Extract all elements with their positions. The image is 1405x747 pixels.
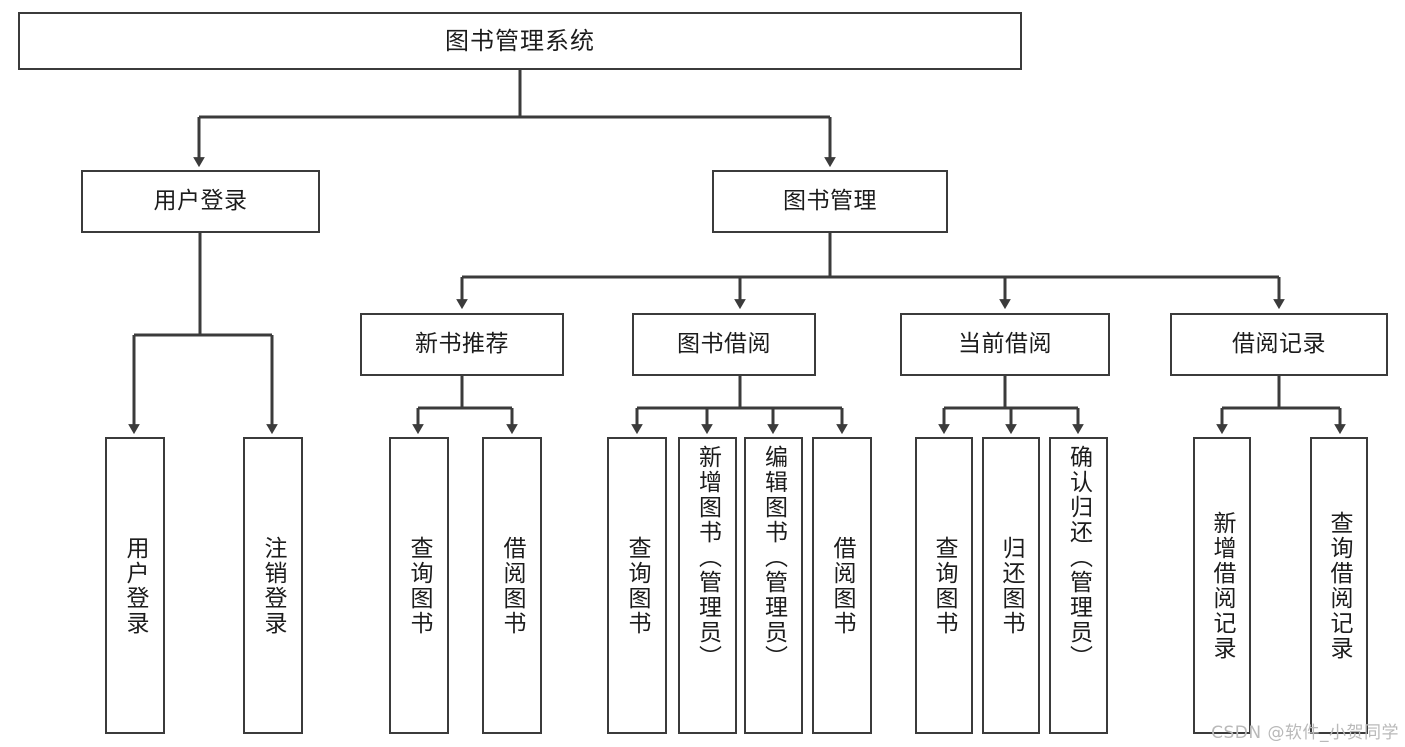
node-leaf-borrow-book-borrow[interactable]: 借阅图书: [812, 437, 872, 734]
node-book-borrowing[interactable]: 图书借阅: [632, 313, 816, 376]
node-leaf-query-book-newbook[interactable]: 查询图书: [389, 437, 449, 734]
node-label: 借阅记录: [1232, 330, 1326, 357]
node-label: 新增借阅记录: [1209, 510, 1236, 661]
node-leaf-borrow-book-newbook[interactable]: 借阅图书: [482, 437, 542, 734]
node-label: 查询图书: [931, 535, 958, 636]
node-label: 图书借阅: [677, 330, 771, 357]
node-leaf-query-book-current[interactable]: 查询图书: [915, 437, 973, 734]
node-leaf-add-borrow-record[interactable]: 新增借阅记录: [1193, 437, 1251, 734]
node-label: 新增图书（管理员）: [694, 445, 721, 670]
node-user-login[interactable]: 用户登录: [81, 170, 320, 233]
node-label: 借阅图书: [829, 535, 856, 636]
node-leaf-add-book-admin[interactable]: 新增图书（管理员）: [678, 437, 737, 734]
node-label: 用户登录: [122, 535, 149, 636]
node-label: 新书推荐: [415, 330, 509, 357]
node-leaf-logout[interactable]: 注销登录: [243, 437, 303, 734]
node-label: 借阅图书: [499, 535, 526, 636]
node-label: 用户登录: [153, 187, 248, 214]
node-leaf-edit-book-admin[interactable]: 编辑图书（管理员）: [744, 437, 803, 734]
node-label: 图书管理: [783, 187, 877, 214]
node-leaf-query-borrow-record[interactable]: 查询借阅记录: [1310, 437, 1368, 734]
node-leaf-query-book-borrow[interactable]: 查询图书: [607, 437, 667, 734]
node-label: 查询借阅记录: [1326, 510, 1353, 661]
node-current-borrowing[interactable]: 当前借阅: [900, 313, 1110, 376]
node-new-book-recommendation[interactable]: 新书推荐: [360, 313, 564, 376]
watermark-text: CSDN @软件_小贺同学: [1211, 723, 1399, 743]
node-label: 图书管理系统: [445, 26, 595, 55]
node-label: 查询图书: [406, 535, 433, 636]
node-leaf-confirm-return-admin[interactable]: 确认归还（管理员）: [1049, 437, 1108, 734]
node-root-book-management-system[interactable]: 图书管理系统: [18, 12, 1022, 70]
node-book-management[interactable]: 图书管理: [712, 170, 948, 233]
node-label: 注销登录: [260, 535, 287, 636]
node-label: 确认归还（管理员）: [1065, 445, 1092, 670]
node-label: 编辑图书（管理员）: [760, 445, 787, 670]
node-label: 当前借阅: [958, 330, 1052, 357]
node-label: 归还图书: [998, 535, 1025, 636]
node-leaf-user-login[interactable]: 用户登录: [105, 437, 165, 734]
node-borrowing-records[interactable]: 借阅记录: [1170, 313, 1388, 376]
node-label: 查询图书: [624, 535, 651, 636]
node-leaf-return-book[interactable]: 归还图书: [982, 437, 1040, 734]
